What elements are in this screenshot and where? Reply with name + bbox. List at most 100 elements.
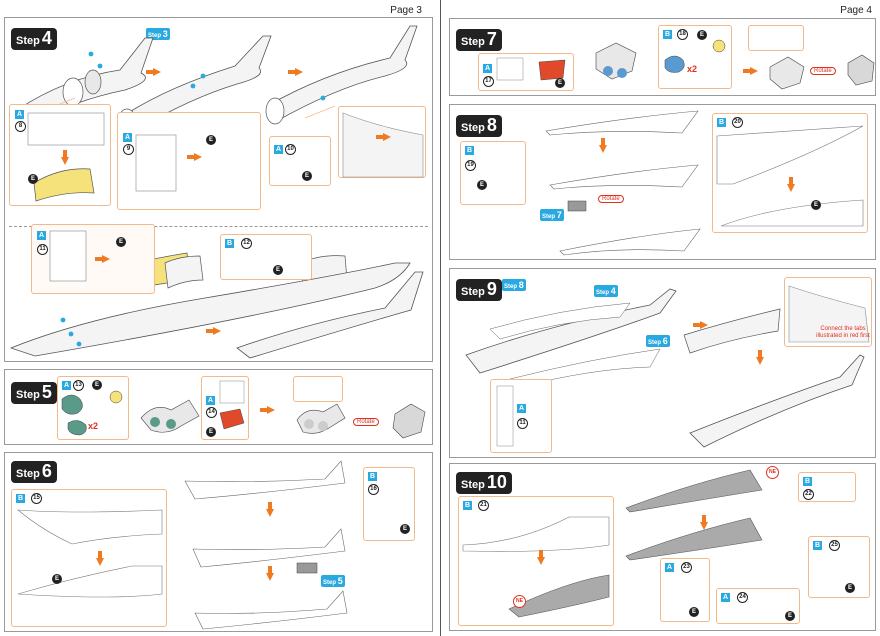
step4-sub-a10: A 10 E bbox=[269, 136, 331, 186]
part-a-label: A bbox=[62, 381, 71, 390]
part-number-15: 15 bbox=[31, 493, 42, 504]
part-number-12: 12 bbox=[241, 238, 252, 249]
step8-sub-b19: B 19 E bbox=[460, 141, 526, 205]
e-marker: E bbox=[811, 200, 821, 210]
down-arrow bbox=[700, 515, 708, 530]
rotate-label: Rotate bbox=[810, 67, 836, 75]
e-marker: E bbox=[302, 171, 312, 181]
e-marker: E bbox=[206, 135, 216, 145]
part-number-25: 25 bbox=[829, 540, 840, 551]
part-a-label: A bbox=[274, 145, 283, 154]
step4-divider bbox=[9, 226, 428, 227]
part-a-label: A bbox=[37, 231, 46, 240]
right-arrow bbox=[376, 133, 391, 141]
part-a-label: A bbox=[206, 396, 215, 405]
part-b-label: B bbox=[225, 239, 234, 248]
step5-sub-a14: A 14 E bbox=[201, 376, 249, 440]
part-a-label: A bbox=[15, 110, 24, 119]
part-number-19: 19 bbox=[465, 160, 476, 171]
step5-ref-tag: Step 5 bbox=[321, 575, 345, 587]
step10-sub-a24: A 24 E bbox=[716, 588, 800, 624]
right-arrow bbox=[743, 67, 758, 75]
part-number-8: 8 bbox=[15, 121, 26, 132]
down-arrow bbox=[266, 502, 274, 517]
e-marker: E bbox=[697, 30, 707, 40]
e-marker: E bbox=[555, 78, 565, 88]
e-marker: E bbox=[689, 607, 699, 617]
part-a-label: A bbox=[483, 64, 492, 73]
part-number-21: 21 bbox=[478, 500, 489, 511]
part-b-label: B bbox=[16, 494, 25, 503]
page-number: Page 4 bbox=[840, 5, 872, 16]
page-number: Page 3 bbox=[390, 5, 422, 16]
e-marker: E bbox=[845, 583, 855, 593]
part-number-23: 23 bbox=[681, 562, 692, 573]
right-arrow bbox=[288, 68, 303, 76]
part-a-label: A bbox=[517, 404, 526, 413]
step4-sub-a8: A 8 E bbox=[9, 104, 111, 206]
rotate-label: Rotate bbox=[353, 418, 379, 426]
part-b-label: B bbox=[463, 501, 472, 510]
step8-ref-tag: Step 8 bbox=[502, 279, 526, 291]
e-marker: E bbox=[477, 180, 487, 190]
part-b-label: B bbox=[813, 541, 822, 550]
part-number-22: 22 bbox=[803, 489, 814, 500]
step4-sub-a9: A 9 E bbox=[117, 112, 261, 210]
step7-sub-detail bbox=[748, 25, 804, 51]
part-b-label: B bbox=[803, 477, 812, 486]
part-b-label: B bbox=[663, 30, 672, 39]
down-arrow bbox=[599, 138, 607, 153]
part-a-label: A bbox=[721, 593, 730, 602]
e-marker: E bbox=[206, 427, 216, 437]
right-arrow bbox=[260, 406, 275, 414]
quantity-x2: x2 bbox=[687, 64, 698, 74]
step9-sub-a11: A 11 bbox=[490, 379, 552, 453]
step10-sub-b22: B 22 bbox=[798, 472, 856, 502]
e-marker: E bbox=[92, 380, 102, 390]
part-a-label: A bbox=[665, 563, 674, 572]
part-b-label: B bbox=[465, 146, 474, 155]
step5-sub-a13: A 13 E x2 bbox=[57, 376, 129, 440]
step4-sub-closeup bbox=[338, 106, 426, 178]
part-number-24: 24 bbox=[737, 592, 748, 603]
right-arrow bbox=[206, 327, 221, 335]
part-number-11: 11 bbox=[37, 244, 48, 255]
part-number-20: 20 bbox=[732, 117, 743, 128]
e-marker: E bbox=[400, 524, 410, 534]
step10-sub-a23: A 23 E bbox=[660, 558, 710, 622]
down-arrow bbox=[96, 551, 104, 566]
down-arrow bbox=[61, 150, 69, 165]
right-arrow bbox=[187, 153, 202, 161]
part-a-label: A bbox=[123, 133, 132, 142]
e-marker: E bbox=[273, 265, 283, 275]
e-marker: E bbox=[52, 574, 62, 584]
step7-sub-a17: A 17 E bbox=[478, 53, 574, 91]
right-arrow bbox=[146, 68, 161, 76]
page-divider bbox=[440, 0, 441, 636]
step4-sub-a11: A 11 E bbox=[31, 224, 155, 294]
step6-sub-b15: B 15 E bbox=[11, 489, 167, 627]
part-number-11: 11 bbox=[517, 418, 528, 429]
part-number-9: 9 bbox=[123, 144, 134, 155]
rotate-label: Rotate bbox=[598, 195, 624, 203]
step4-sub-b12: B 12 E bbox=[220, 234, 312, 280]
step5-sub-detail bbox=[293, 376, 343, 402]
part-number-13: 13 bbox=[73, 380, 84, 391]
step6-sub-b16: B 16 E bbox=[363, 467, 415, 541]
quantity-x2: x2 bbox=[88, 421, 99, 431]
part-number-16: 16 bbox=[368, 484, 379, 495]
e-marker: E bbox=[116, 237, 126, 247]
